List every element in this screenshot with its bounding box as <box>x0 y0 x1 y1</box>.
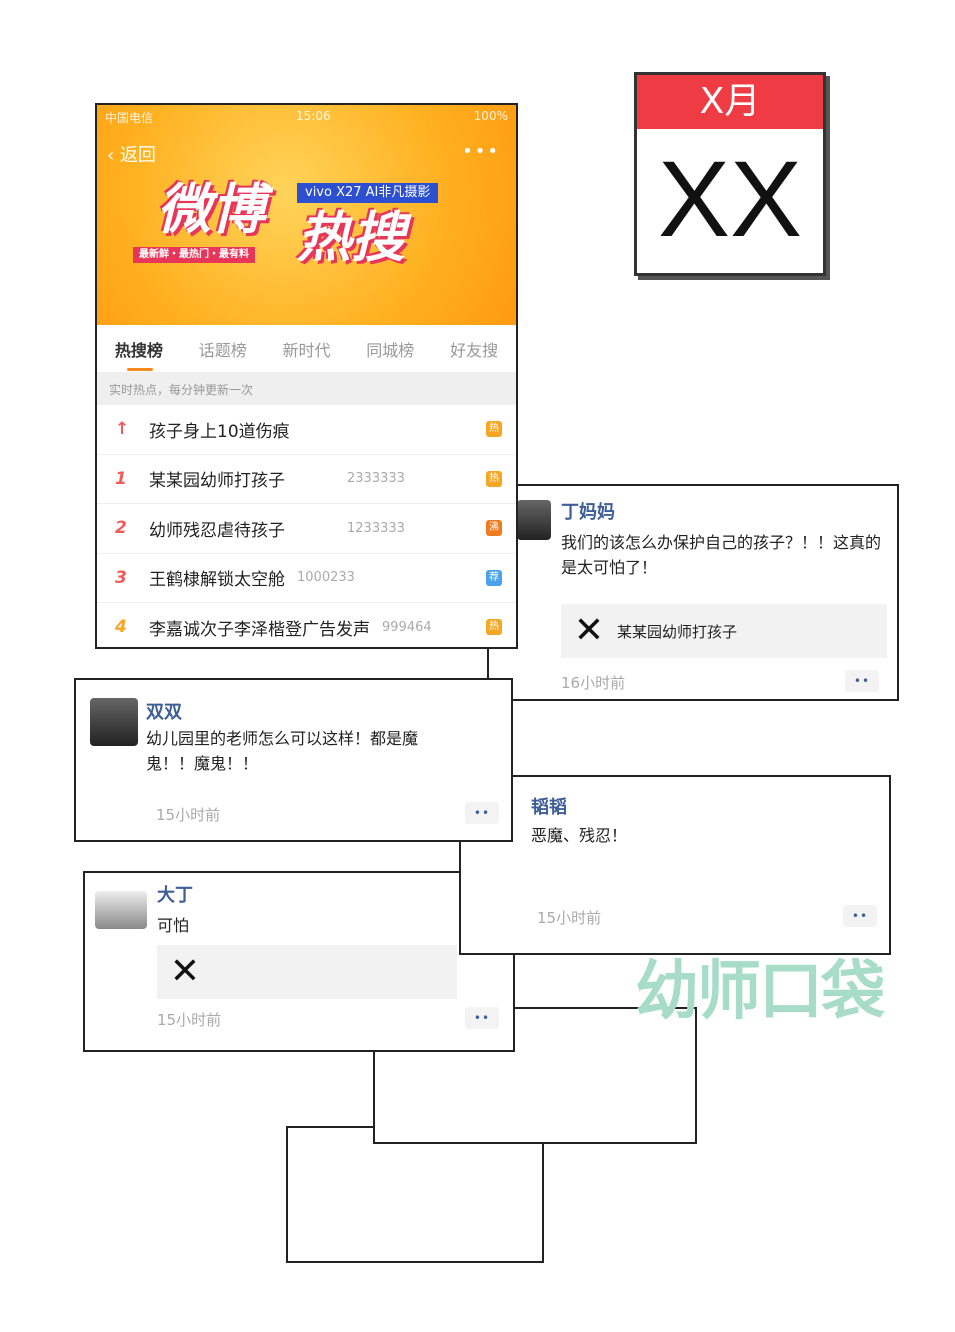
more-button[interactable]: •• <box>843 905 877 927</box>
watermark: 幼师口袋 <box>635 960 885 1024</box>
more-button[interactable]: •• <box>465 1007 499 1029</box>
comment-text: 幼儿园里的老师怎么可以这样！都是魔鬼！！魔鬼！！ <box>146 729 419 773</box>
search-count: 1000233 <box>297 570 355 586</box>
close-x-icon: ✕ <box>573 610 605 651</box>
avatar <box>95 891 147 929</box>
weibo-hot-search-screenshot: 中国电信 15:06 100% ‹ 返回 ••• 微博 vivo X27 AI非… <box>95 103 518 649</box>
comment-card: 大丁 可怕 ✕ 15小时前 •• <box>83 871 515 1052</box>
comment-card: 韬韬 恶魔、残忍！ 15小时前 •• <box>459 775 891 955</box>
hot-badge: 热 <box>486 421 502 438</box>
slogan: 最新鲜・最热门・最有料 <box>133 247 255 263</box>
hot-badge: 热 <box>486 619 502 636</box>
hot-search-row[interactable]: 3 王鹤棣解锁太空舱 1000233 荐 <box>97 554 516 603</box>
rank-number: 1 <box>115 468 127 489</box>
watermark-text: 幼师口袋 <box>635 955 885 1029</box>
back-label: 返回 <box>119 145 156 166</box>
quoted-title: 某某园幼师打孩子 <box>617 622 738 641</box>
tab-friends[interactable]: 好友搜 <box>450 340 499 360</box>
avatar <box>90 698 138 746</box>
more-button[interactable]: •• <box>465 802 499 824</box>
comment-author[interactable]: 双双 <box>146 702 182 723</box>
comment-author[interactable]: 丁妈妈 <box>561 502 615 523</box>
tab-new-era[interactable]: 新时代 <box>282 340 331 360</box>
search-count: 2333333 <box>347 471 405 487</box>
logo-weibo: 微博 <box>157 178 265 241</box>
hot-search-title: 王鹤棣解锁太空舱 <box>149 570 285 591</box>
avatar <box>517 500 551 540</box>
ad-label: vivo X27 AI非凡摄影 <box>297 183 439 203</box>
tab-hot[interactable]: 热搜榜 <box>115 337 163 371</box>
comment-author[interactable]: 韬韬 <box>531 797 567 818</box>
rank-number: 2 <box>115 518 127 539</box>
empty-box <box>286 1126 544 1263</box>
status-bar: 中国电信 15:06 100% <box>97 105 516 130</box>
tab-city[interactable]: 同城榜 <box>366 340 415 360</box>
carrier: 中国电信 <box>105 111 154 125</box>
rank-number: 4 <box>115 617 127 638</box>
comment-text: 恶魔、残忍！ <box>531 826 628 845</box>
calendar-icon: X月 XX <box>634 72 826 276</box>
pin-icon: ↑ <box>115 419 130 440</box>
quoted-post[interactable]: ✕ <box>157 945 457 999</box>
timestamp: 16小时前 <box>561 674 626 692</box>
timestamp: 15小时前 <box>156 806 221 824</box>
tab-topic[interactable]: 话题榜 <box>198 340 247 360</box>
battery: 100% <box>473 109 508 123</box>
subtitle: 实时热点，每分钟更新一次 <box>97 373 516 405</box>
hot-search-row[interactable]: 4 李嘉诚次子李泽楷登广告发声 999464 热 <box>97 603 516 647</box>
logo-hot-search: 热搜 <box>297 206 405 269</box>
clock: 15:06 <box>296 109 331 123</box>
calendar-day: XX <box>657 138 803 259</box>
timestamp: 15小时前 <box>157 1011 222 1029</box>
timestamp: 15小时前 <box>537 909 602 927</box>
back-button[interactable]: ‹ 返回 <box>107 145 156 166</box>
hot-badge: 热 <box>486 470 502 487</box>
search-count: 1233333 <box>347 520 405 536</box>
comment-text: 可怕 <box>157 916 190 935</box>
quoted-post[interactable]: ✕ 某某园幼师打孩子 <box>561 604 887 658</box>
calendar-month: X月 <box>637 75 823 129</box>
comment-author[interactable]: 大丁 <box>157 885 193 906</box>
comment-card: 双双 幼儿园里的老师怎么可以这样！都是魔鬼！！魔鬼！！ 15小时前 •• <box>74 678 513 842</box>
hot-search-title: 李嘉诚次子李泽楷登广告发声 <box>149 619 370 640</box>
more-icon[interactable]: ••• <box>462 141 500 162</box>
hot-search-row[interactable]: ↑ 孩子身上10道伤痕 热 <box>97 405 516 455</box>
search-count: 999464 <box>382 619 432 635</box>
hot-badge: 沸 <box>486 520 502 537</box>
hot-search-row[interactable]: 2 幼师残忍虐待孩子 1233333 沸 <box>97 504 516 554</box>
hot-search-title: 孩子身上10道伤痕 <box>149 421 290 442</box>
hot-search-title: 幼师残忍虐待孩子 <box>149 520 285 541</box>
hot-search-row[interactable]: 1 某某园幼师打孩子 2333333 热 <box>97 455 516 504</box>
hot-search-title: 某某园幼师打孩子 <box>149 471 285 492</box>
hot-badge: 荐 <box>486 569 502 586</box>
rank-number: 3 <box>115 567 127 588</box>
comment-text: 我们的该怎么办保护自己的孩子？！！这真的是太可怕了！ <box>561 533 882 577</box>
close-x-icon: ✕ <box>169 951 201 992</box>
banner: 中国电信 15:06 100% ‹ 返回 ••• 微博 vivo X27 AI非… <box>97 105 516 325</box>
more-button[interactable]: •• <box>845 670 879 692</box>
tab-bar: 热搜榜 话题榜 新时代 同城榜 好友搜 <box>97 325 516 373</box>
comment-card: 丁妈妈 我们的该怎么办保护自己的孩子？！！这真的是太可怕了！ ✕ 某某园幼师打孩… <box>487 484 899 701</box>
